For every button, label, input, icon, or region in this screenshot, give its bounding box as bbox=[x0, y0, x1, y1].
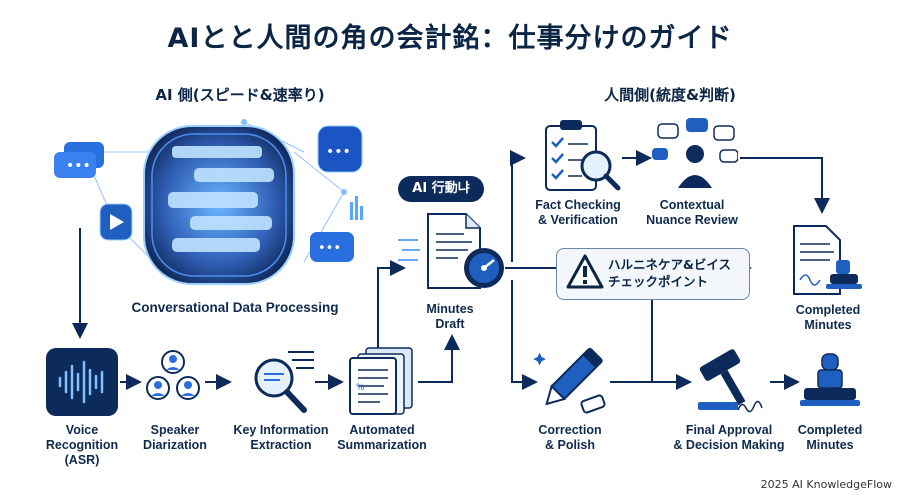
pencil-eraser-icon bbox=[533, 347, 606, 414]
clipboard-check-icon bbox=[545, 120, 621, 191]
svg-text:•••: ••• bbox=[66, 158, 91, 174]
magnifier-icon bbox=[254, 351, 314, 413]
person-thinking-icon bbox=[652, 118, 738, 188]
gavel-icon bbox=[698, 349, 763, 413]
fact-check-label: Fact Checking& Verification bbox=[535, 198, 621, 227]
footer-credit: 2025 AI KnowledgeFlow bbox=[760, 478, 892, 491]
draft-document-gauge-icon bbox=[398, 213, 504, 289]
svg-text:%: % bbox=[356, 383, 365, 393]
ai-action-badge: AI 行動냐 bbox=[398, 176, 484, 202]
correction-label: Correction& Polish bbox=[538, 423, 602, 452]
signed-document-stamp-icon bbox=[793, 225, 862, 295]
svg-text:•••: ••• bbox=[326, 144, 351, 160]
approval-label: Final Approval& Decision Making bbox=[673, 423, 785, 452]
ai-side-heading: AI 側(スピード&速率り) bbox=[155, 86, 325, 104]
svg-text:•••: ••• bbox=[318, 241, 341, 256]
page-title: AIとと人間の角の会計銘：仕事分けのガイド bbox=[167, 23, 733, 54]
conv-processing-label: Conversational Data Processing bbox=[131, 300, 339, 315]
speaker-group-icon bbox=[146, 350, 200, 400]
checkpoint-text: ハルニネケア&ビイスチェックポイント bbox=[608, 257, 732, 289]
warning-icon bbox=[566, 254, 604, 289]
stamp-icon bbox=[800, 353, 860, 406]
chat-processing-icon: ••• ••• ••• bbox=[54, 119, 363, 285]
human-side-heading: 人間側(統度&判断) bbox=[604, 86, 736, 104]
sound-wave-icon bbox=[46, 348, 118, 416]
documents-stack-icon: % bbox=[349, 347, 413, 415]
